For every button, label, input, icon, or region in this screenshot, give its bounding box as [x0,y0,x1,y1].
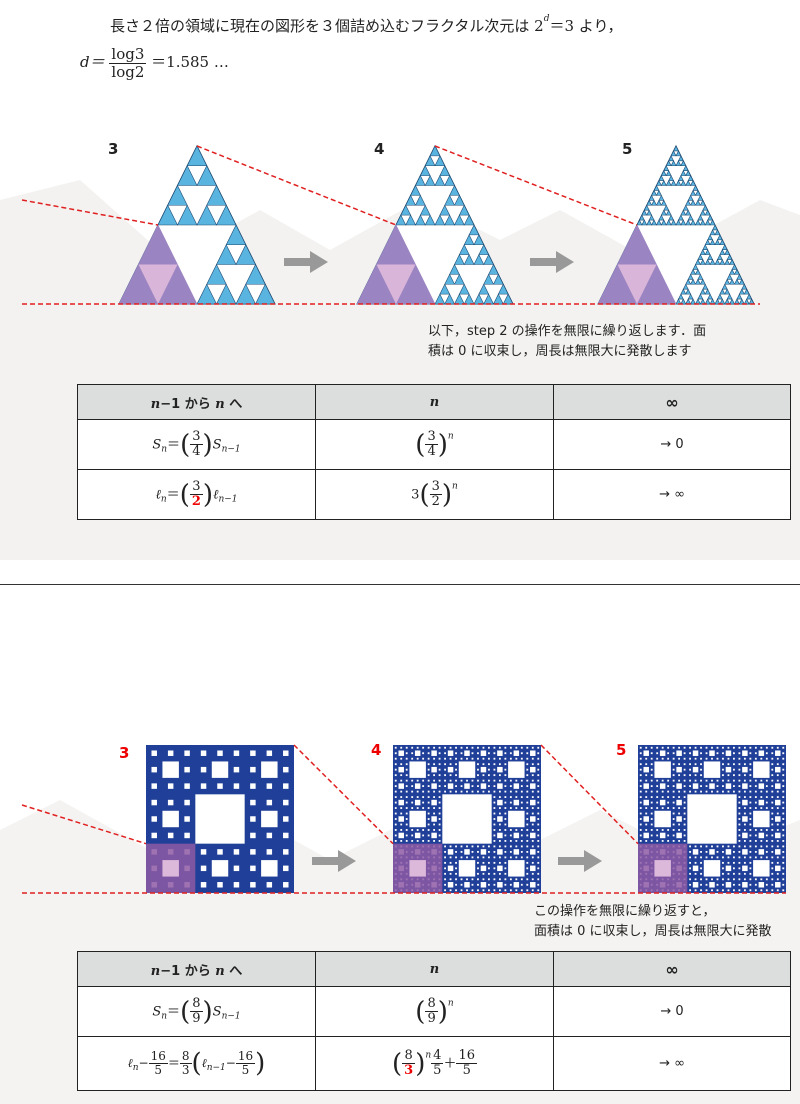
carpet-zoom-line-1 [21,804,147,845]
carpet-step-label-3: 3 [119,744,130,762]
carpet-note: この操作を無限に繰り返すと， 面積は 0 に収束し，周長は無限大に発散 [534,902,772,942]
carpet-area-limit: → 0 [553,986,791,1037]
sierpinski-note-line1: 以下，step 2 の操作を無限に繰り返します．面 [428,324,707,339]
arrow-right-1 [284,251,328,273]
carpet-step-3 [146,745,294,893]
log-fraction: log3 log2 [109,45,147,81]
header-infinity: ∞ [553,384,791,420]
carpet-highlight-3 [146,843,196,893]
sierpinski-note: 以下，step 2 の操作を無限に繰り返します．面 積は 0 に収束し，周長は無… [428,322,706,362]
carpet-zoom-line-3 [540,744,639,845]
sierpinski-step-3 [118,144,276,305]
step-label-5: 5 [622,140,633,158]
d-lhs: d＝ [80,53,105,71]
carpet-figure [21,744,786,894]
carpet-note-line2: 面積は 0 に収束し，周長は無限大に発散 [534,924,772,939]
step-label-4: 4 [374,140,385,158]
carpet-header-transition: n−1 から n へ [77,951,316,987]
arrow-right-2 [530,251,574,273]
carpet-note-line1: この操作を無限に繰り返すと， [534,904,716,919]
carpet-perimeter-limit: → ∞ [553,1036,791,1091]
log-fraction-num: log3 [109,45,147,64]
carpet-arrow-right-2 [558,850,602,872]
intro-text-before: 長さ２倍の領域に現在の図形を３個詰め込むフラクタル次元は 2 [110,17,544,35]
carpet-step-5 [638,745,786,893]
sierpinski-note-line2: 積は 0 に収束し，周長は無限大に発散します [428,344,692,359]
sierpinski-figure [21,144,760,305]
zoom-line-3 [434,145,638,226]
intro-exponent: d [543,14,550,24]
intro-text-after: ＝3 より， [549,17,623,35]
carpet-step-4 [393,745,541,893]
carpet-step-label-5: 5 [616,741,627,759]
dimension-formula: d＝ log3 log2 ＝1.585 … [80,46,229,80]
carpet-header-n: n [315,951,554,987]
zoom-line-1 [21,199,159,226]
area-limit: → 0 [553,419,791,470]
perimeter-limit: → ∞ [553,469,791,520]
header-n: n [315,384,554,420]
sierpinski-step-5 [597,144,755,305]
carpet-zoom-line-2 [293,744,394,845]
zoom-line-2 [196,145,397,226]
carpet-step-label-4: 4 [371,741,382,759]
highlight-subtriangle-4 [356,224,436,305]
step-label-3: 3 [108,140,119,158]
carpet-highlight-4 [393,843,443,893]
section-divider [0,584,800,585]
intro-sentence: 長さ２倍の領域に現在の図形を３個詰め込むフラクタル次元は 2d＝3 より， [110,14,622,36]
header-transition: n−1 から n へ [77,384,316,420]
carpet-header-infinity: ∞ [553,951,791,987]
carpet-highlight-5 [638,843,688,893]
log-fraction-den: log2 [111,62,145,81]
d-rhs: ＝1.585 … [151,53,229,71]
highlight-subtriangle-5 [597,224,677,305]
sierpinski-step-4 [356,144,514,305]
carpet-arrow-right-1 [312,850,356,872]
